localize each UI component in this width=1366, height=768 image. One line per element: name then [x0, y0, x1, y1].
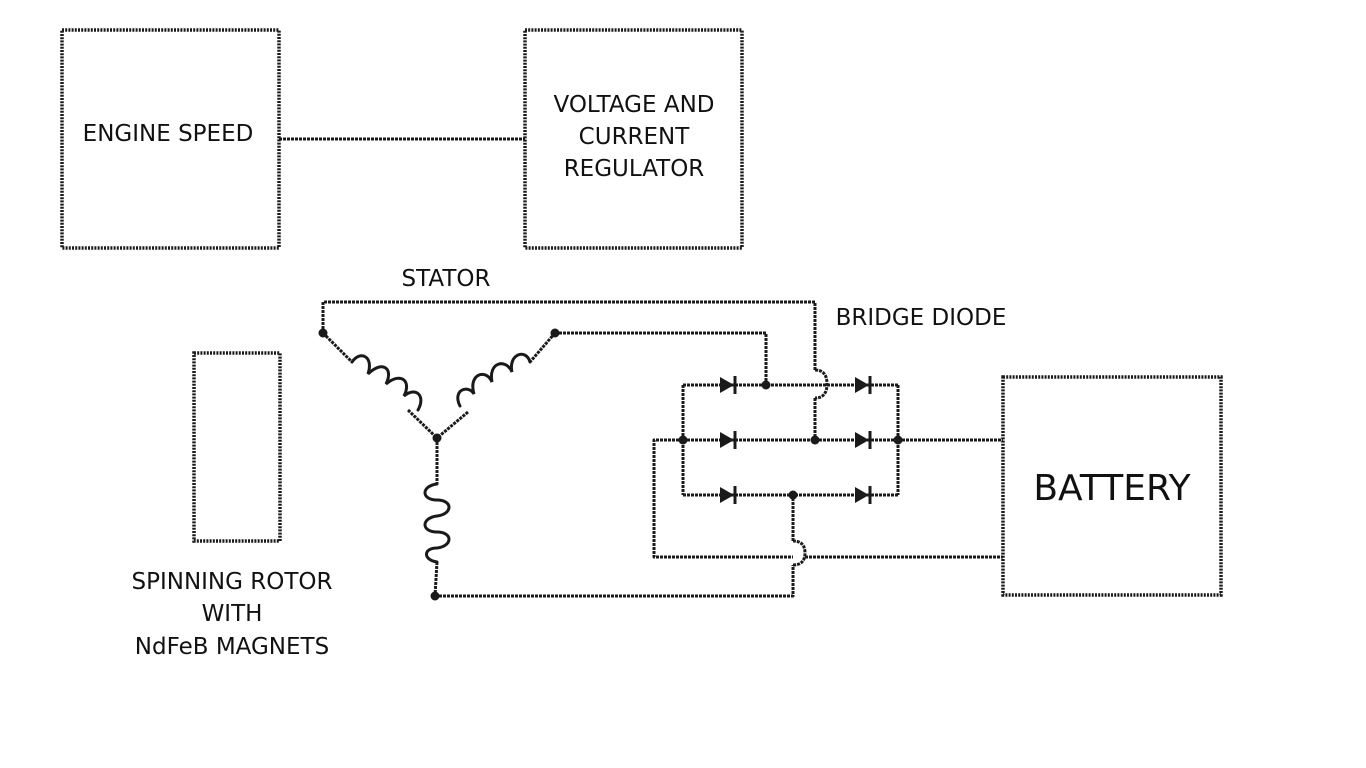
regulator-label-line-1: VOLTAGE AND	[554, 92, 715, 118]
bridge-diode-label: BRIDGE DIODE	[836, 305, 1007, 331]
engine-speed-block: ENGINE SPEED	[60, 28, 281, 250]
bridge-rectifier	[678, 376, 903, 504]
regulator-label-line-3: REGULATOR	[564, 156, 705, 182]
diode	[855, 486, 872, 504]
battery-wiring	[652, 438, 1003, 559]
rotor-label-line-3: NdFeB MAGNETS	[135, 634, 329, 660]
rotor-label-line-1: SPINNING ROTOR	[131, 569, 332, 595]
stator-neutral-node	[432, 433, 442, 443]
regulator-label-line-2: CURRENT	[579, 124, 691, 150]
stator-label: STATOR	[402, 266, 491, 292]
battery-label: BATTERY	[1033, 468, 1191, 509]
stator-to-bridge-wiring	[321, 300, 829, 598]
rotor-block: SPINNING ROTOR WITH NdFeB MAGNETS	[131, 351, 333, 660]
diode	[720, 431, 737, 449]
stator-coil-b	[456, 352, 532, 408]
rotor-label-line-2: WITH	[202, 601, 263, 627]
regulator-block: VOLTAGE AND CURRENT REGULATOR	[523, 28, 744, 250]
engine-speed-label: ENGINE SPEED	[83, 121, 254, 147]
diode	[720, 486, 737, 504]
diode	[855, 431, 872, 449]
stator-coil-c	[423, 482, 451, 564]
stator-coil-a	[350, 354, 423, 412]
stator-windings	[318, 328, 560, 601]
battery-block: BATTERY	[1001, 375, 1223, 597]
diode	[855, 376, 872, 394]
diode	[720, 376, 737, 394]
